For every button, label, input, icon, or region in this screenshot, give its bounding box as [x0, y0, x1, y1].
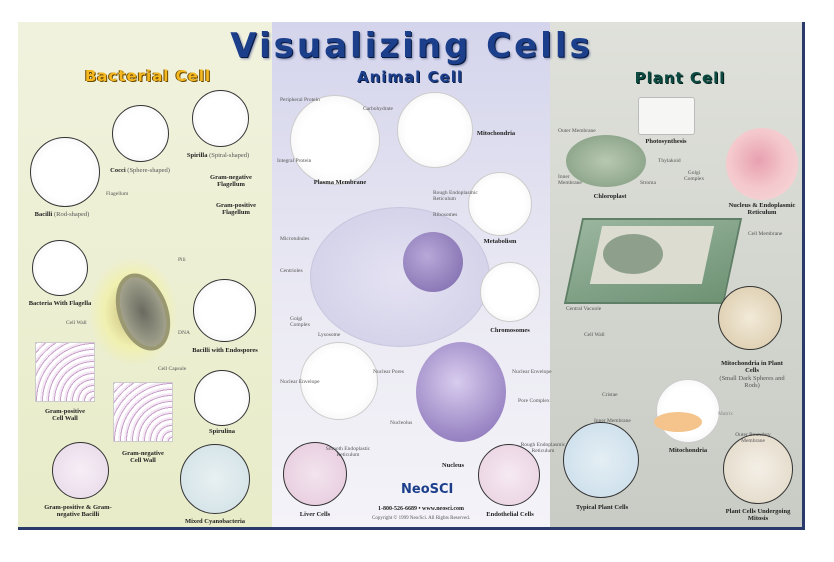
nucleus-label: Nucleus — [441, 462, 465, 469]
lysosome-label: Lysosome — [318, 332, 341, 338]
thylakoid-label: Thylakoid — [658, 158, 681, 164]
mitosis-micrograph — [723, 434, 793, 504]
golgi-label: Golgi Complex — [290, 316, 311, 329]
gram-positive-flagellum-label: Gram-positive Flagellum — [215, 202, 257, 217]
spirulina-label: Spirulina — [208, 428, 236, 435]
endospores-micrograph — [193, 279, 256, 342]
spirulina-micrograph — [194, 370, 250, 426]
nucleus-illustration — [416, 342, 506, 442]
plant-heading: Plant Cell — [634, 69, 726, 87]
gram-negative-wall-label: Gram-negative Cell Wall — [122, 450, 164, 465]
cell-membrane-label: Cell Membrane — [748, 231, 783, 237]
mitochondria-label: Mitochondria — [476, 130, 516, 137]
gram-bacilli-label: Gram-positive & Gram-negative Bacilli — [44, 504, 112, 519]
pili-label: Pili — [178, 257, 186, 263]
smooth-er-label: Smooth Endoplastic Reticulum — [325, 446, 371, 459]
central-vacuole-label: Central Vacuole — [566, 306, 602, 312]
metabolism-label: Metabolism — [483, 238, 517, 245]
gram-negative-wall-diagram — [113, 382, 173, 442]
inner-membrane-label-2: Inner Membrane — [594, 418, 631, 424]
cristae-label: Cristae — [602, 392, 618, 398]
gram-negative-flagellum-label: Gram-negative Flagellum — [210, 174, 252, 189]
ribosomes-label: Ribosomes — [433, 212, 458, 218]
plasma-membrane-diagram — [290, 95, 380, 185]
stroma-label: Stroma — [640, 180, 656, 186]
poster-title: Visualizing Cells — [230, 26, 593, 66]
rough-er-label: Rough Endoplasmic Reticulum — [433, 190, 478, 203]
peripheral-protein-label: Peripheral Protein — [280, 97, 320, 103]
chloroplast-illustration — [566, 135, 646, 187]
bacilli-label: Bacilli (Rod-shaped) — [34, 211, 90, 218]
metabolism-diagram — [468, 172, 532, 236]
animal-heading: Animal Cell — [356, 68, 464, 86]
typical-plant-cells-micrograph — [563, 422, 639, 498]
chromosomes-micrograph — [480, 262, 540, 322]
nucleolus-label: Nucleolus — [390, 420, 413, 426]
integral-protein-label: Integral Protein — [277, 158, 312, 164]
outer-boundary-label: Outer Boundary Membrane — [735, 432, 771, 445]
flagellum-label: Flagellum — [106, 191, 129, 197]
cell-wall-label-plant: Cell Wall — [584, 332, 605, 338]
liver-cells-label: Liver Cells — [299, 511, 331, 518]
chloroplast-label: Chloroplast — [593, 193, 627, 200]
poster: Visualizing Cells Bacterial Cell Cocci (… — [18, 22, 805, 530]
nuclear-envelope-label-2: Nuclear Envelope — [512, 369, 552, 375]
copyright: Copyright © 1999 Neo/Sci. All Rights Res… — [372, 516, 470, 521]
mitochondria-diagram — [397, 92, 473, 168]
mitosis-label: Plant Cells Undergoing Mitosis — [725, 508, 791, 523]
mitochondrion-illustration — [654, 412, 702, 432]
nuclear-pores-label: Nuclear Pores — [373, 369, 405, 375]
rough-er-label-2: Rough Endoplasmic Reticulum — [520, 442, 566, 455]
cocci-label: Cocci (Sphere-shaped) — [110, 167, 170, 174]
chromosomes-label: Chromosomes — [490, 327, 530, 334]
mitochondria-plant-label: Mitochondria in Plant Cells(Small Dark S… — [719, 360, 785, 390]
bacterial-heading: Bacterial Cell — [84, 67, 212, 85]
carbohydrate-label: Carbohydrate — [363, 106, 393, 112]
bacteria-with-flagella-micrograph — [32, 240, 88, 296]
endospores-label: Bacilli with Endospores — [192, 347, 258, 354]
dna-label: DNA — [178, 330, 190, 336]
endothelial-cells-label: Endothelial Cells — [486, 511, 534, 518]
golgi-label-plant: Golgi Complex — [683, 170, 705, 183]
matrix-label: Matrix — [718, 411, 733, 417]
typical-plant-cells-label: Typical Plant Cells — [575, 504, 629, 511]
neosci-logo: NeoSCI — [401, 482, 454, 497]
cell-wall-label: Cell Wall — [66, 320, 87, 326]
inner-membrane-label: Inner Membrane — [558, 174, 582, 187]
cyanobacteria-micrograph — [180, 444, 250, 514]
nuclear-envelope-diagram — [300, 342, 378, 420]
photosynthesis-diagram — [638, 97, 695, 135]
outer-membrane-label: Outer Membrane — [558, 128, 596, 134]
spirilla-label: Spirilla (Spiral-shaped) — [186, 152, 250, 159]
animal-cell-nucleus — [403, 232, 463, 292]
photosynthesis-label: Photosynthesis — [645, 138, 687, 145]
central-vacuole-illustration — [603, 234, 663, 274]
cyanobacteria-label: Mixed Cyanobacteria — [184, 518, 246, 525]
gram-bacilli-micrograph — [52, 442, 109, 499]
bacilli-micrograph — [30, 137, 100, 207]
gram-positive-wall-label: Gram-positive Cell Wall — [44, 408, 86, 423]
cocci-micrograph — [112, 105, 169, 162]
plasma-membrane-label: Plasma Membrane — [313, 179, 367, 186]
mitochondria-plant-micrograph — [718, 286, 782, 350]
spirilla-micrograph — [192, 90, 249, 147]
endothelial-cells-micrograph — [478, 444, 540, 506]
centrioles-label: Centrioles — [280, 268, 303, 274]
pore-complex-label: Pore Complex — [518, 398, 550, 404]
mitochondria-plant-diagram — [656, 379, 720, 443]
cell-capsule-label: Cell Capsule — [158, 366, 187, 372]
nucleus-er-label: Nucleus & Endoplasmic Reticulum — [728, 202, 796, 217]
bacteria-with-flagella-label: Bacteria With Flagella — [28, 300, 92, 307]
mitochondria-label-plant: Mitochondria — [668, 447, 708, 454]
gram-positive-wall-diagram — [35, 342, 95, 402]
nuclear-envelope-label: Nuclear Envelope — [280, 379, 320, 385]
contact-info: 1-800-526-6689 • www.neosci.com — [377, 506, 465, 512]
liver-cells-micrograph — [283, 442, 347, 506]
animal-cell-illustration — [310, 207, 490, 347]
microtubules-label: Microtubules — [280, 236, 310, 242]
nucleus-er-illustration — [726, 128, 798, 200]
